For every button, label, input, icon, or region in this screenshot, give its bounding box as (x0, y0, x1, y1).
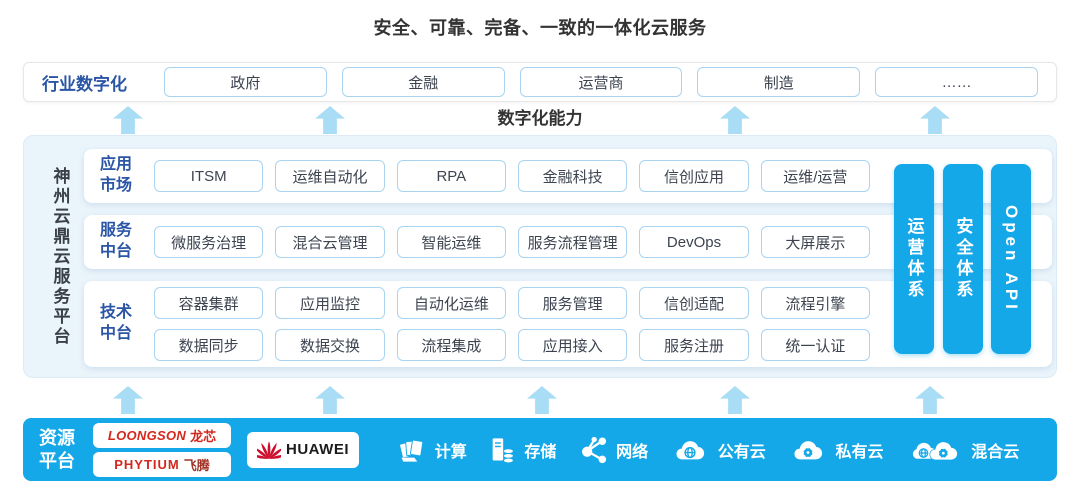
resource-platform-label: 资源平台 (39, 428, 75, 471)
capability-box: ITSM (154, 160, 264, 192)
resource-item-network: 网络 (578, 436, 648, 464)
capability-box: 服务注册 (639, 329, 749, 361)
capability-box: 信创适配 (639, 287, 749, 319)
loongson-cn-label: 龙芯 (190, 428, 217, 444)
tech-platform-items-1: 容器集群应用监控自动化运维服务管理信创适配流程引擎 (154, 287, 870, 319)
security-system-bar: 安全体系 (943, 164, 983, 354)
security-system-label: 安全体系 (953, 217, 973, 301)
app-market-items: ITSM 运维自动化 RPA 金融科技信创应用运维/运营 (154, 160, 870, 192)
digital-capability-band: 数字化能力 (0, 102, 1080, 135)
phytium-chip: PHYTIUM 飞腾 (93, 451, 231, 477)
capability-rows: 应用市场 ITSM 运维自动化 RPA 金融科技信创应用运维/运营 服务中台 微服务治… (84, 149, 1052, 367)
private-cloud-icon (793, 440, 822, 459)
capability-box: 服务管理 (518, 287, 628, 319)
huawei-flower-icon (257, 440, 281, 459)
resource-item-label: 计算 (434, 443, 467, 461)
platform-panel: 神州云鼎云服务平台 应用市场 ITSM 运维自动化 RPA 金融科技信创应用运维/运营… (23, 135, 1057, 378)
phytium-cn-label: 飞腾 (183, 457, 210, 473)
resource-item-label: 网络 (616, 443, 649, 461)
storage-icon (493, 437, 515, 463)
capability-box: 运维自动化 (275, 160, 385, 192)
resource-item-private-cloud: 私有云 (788, 436, 884, 464)
resource-item-compute: 计算 (397, 436, 467, 464)
resource-item-public-cloud: 公有云 (670, 436, 766, 464)
network-icon (582, 436, 607, 463)
resource-item-label: 公有云 (717, 443, 766, 461)
resource-arrow-band (0, 378, 1080, 418)
resource-item-hybrid-cloud: 混合云 (905, 436, 1019, 464)
capability-box: 流程集成 (396, 329, 506, 361)
huawei-chip: HUAWEI (247, 431, 359, 468)
public-cloud-icon (676, 440, 704, 459)
app-market-label: 应用市场 (100, 156, 133, 194)
up-arrow-icon (113, 386, 143, 414)
tech-platform-items-2: 数据同步数据交换流程集成应用接入服务注册统一认证 (154, 329, 870, 361)
app-market-row: 应用市场 ITSM 运维自动化 RPA 金融科技信创应用运维/运营 (84, 149, 1052, 203)
hybrid-cloud-icon (913, 440, 959, 460)
resource-item-label: 存储 (524, 443, 557, 461)
compute-icon (398, 439, 423, 462)
capability-box: 数据同步 (154, 329, 264, 361)
capability-box: 应用接入 (518, 329, 628, 361)
operation-system-bar: 运营体系 (894, 164, 934, 354)
capability-box: 大屏展示 (760, 226, 870, 258)
capability-box: 流程引擎 (760, 287, 870, 319)
up-arrow-icon (527, 386, 557, 414)
resource-item-label: 私有云 (835, 443, 884, 461)
open-api-label: Open API (1002, 205, 1021, 313)
open-api-bar: Open API (991, 164, 1031, 354)
industry-box: 金融 (341, 67, 505, 97)
page-title: 安全、可靠、完备、一致的一体化云服务 (373, 18, 707, 38)
loongson-chip: LOONGSON 龙芯 (93, 422, 231, 448)
capability-box: 自动化运维 (396, 287, 506, 319)
resource-item-storage: 存储 (488, 436, 556, 464)
digital-capability-label: 数字化能力 (497, 109, 583, 128)
capability-box: 运维/运营 (760, 160, 870, 192)
service-platform-label: 服务中台 (100, 222, 133, 260)
capability-box: 智能运维 (396, 226, 506, 258)
capability-box: 数据交换 (275, 329, 385, 361)
platform-name-wrap: 神州云鼎云服务平台 (40, 136, 80, 377)
industry-digitalization-row: 行业数字化 政府金融运营商制造 …… (23, 62, 1057, 102)
capability-box: 容器集群 (154, 287, 264, 319)
capability-box: DevOps (639, 226, 749, 258)
operation-system-label: 运营体系 (904, 217, 924, 301)
tech-platform-row: 技术中台 容器集群应用监控自动化运维服务管理信创适配流程引擎 数据同步数据交换流… (84, 281, 1052, 367)
phytium-logo: PHYTIUM (114, 456, 180, 472)
industry-box: 运营商 (519, 67, 683, 97)
capability-box: 信创应用 (639, 160, 749, 192)
capability-box: 微服务治理 (154, 226, 264, 258)
up-arrow-icon (915, 386, 945, 414)
capability-box: 应用监控 (275, 287, 385, 319)
cpu-vendor-chips: LOONGSON 龙芯 PHYTIUM 飞腾 (93, 422, 231, 477)
resource-platform-bar: 资源平台 LOONGSON 龙芯 PHYTIUM 飞腾 (23, 418, 1057, 481)
huawei-logo-text: HUAWEI (286, 441, 349, 458)
platform-name: 神州云鼎云服务平台 (50, 166, 70, 347)
capability-box: 统一认证 (760, 329, 870, 361)
tech-platform-label: 技术中台 (100, 304, 133, 342)
capability-box: 混合云管理 (275, 226, 385, 258)
up-arrow-icon (720, 386, 750, 414)
resource-items: 计算 存储 (375, 436, 1041, 464)
service-platform-items: 微服务治理混合云管理智能运维服务流程管理 DevOps 大屏展示 (154, 226, 870, 258)
capability-box: 金融科技 (518, 160, 628, 192)
capability-box: RPA (396, 160, 506, 192)
industry-box: 政府 (164, 67, 327, 97)
capability-box: 服务流程管理 (518, 226, 628, 258)
resource-item-label: 混合云 (971, 443, 1020, 461)
industry-box: 制造 (697, 67, 861, 97)
service-platform-row: 服务中台 微服务治理混合云管理智能运维服务流程管理 DevOps 大屏展示 (84, 215, 1052, 269)
industry-row-label: 行业数字化 (42, 74, 127, 94)
industry-box: …… (875, 67, 1038, 97)
loongson-logo: LOONGSON (107, 427, 187, 443)
industry-box-list: 政府金融运营商制造 …… (164, 67, 1038, 97)
up-arrow-icon (315, 386, 345, 414)
